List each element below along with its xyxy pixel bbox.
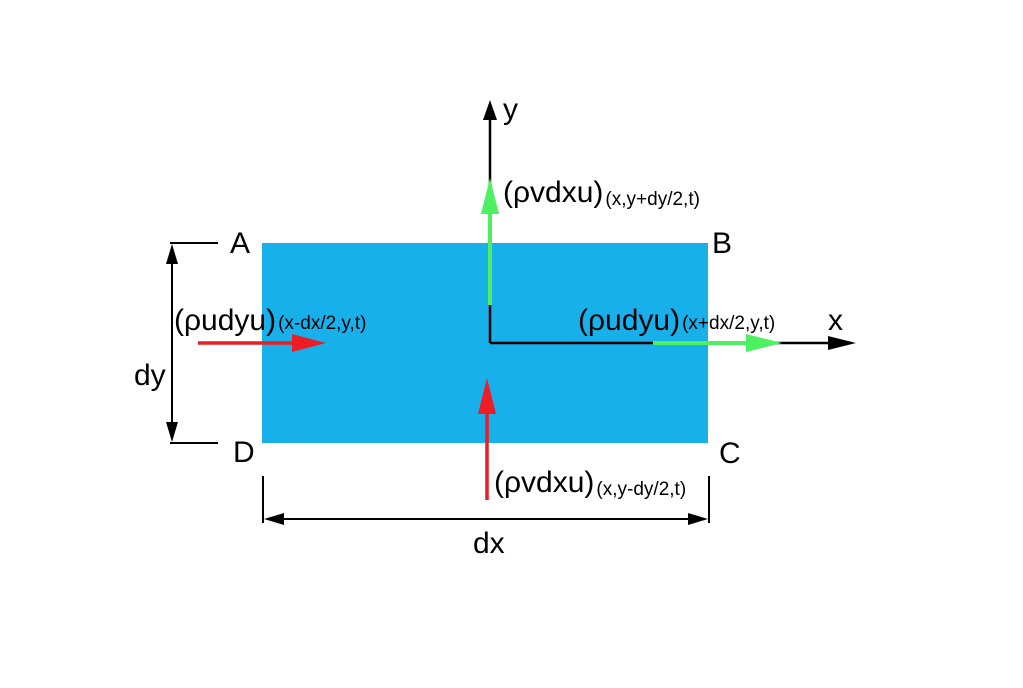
right-flux-label: (ρudyu)(x+dx/2,y,t): [578, 304, 775, 337]
x-axis-label: x: [828, 304, 843, 337]
right-flux-main: (ρudyu): [578, 304, 680, 337]
dy-label: dy: [134, 359, 166, 392]
dy-arrowhead-up: [166, 244, 178, 264]
y-axis-label: y: [503, 93, 518, 126]
dy-arrowhead-down: [166, 422, 178, 442]
corner-label-d: D: [233, 436, 255, 469]
top-flux-main: (ρvdxu): [503, 176, 603, 209]
right-flux-arrowhead: [746, 334, 782, 352]
bottom-flux-subscript: (x,y-dy/2,t): [596, 479, 686, 500]
x-axis-arrowhead: [828, 336, 856, 350]
top-flux-label: (ρvdxu)(x,y+dy/2,t): [503, 176, 700, 210]
dx-arrowhead-left: [264, 513, 284, 525]
right-flux-subscript: (x+dx/2,y,t): [682, 313, 775, 334]
corner-label-b: B: [712, 227, 732, 260]
bottom-flux-label: (ρvdxu)(x,y-dy/2,t): [494, 466, 686, 500]
dx-label: dx: [473, 527, 505, 560]
top-flux-subscript: (x,y+dy/2,t): [605, 189, 700, 210]
bottom-flux-main: (ρvdxu): [494, 466, 594, 499]
left-flux-label: (ρudyu)(x-dx/2,y,t): [174, 304, 366, 337]
left-flux-arrowhead: [292, 334, 326, 352]
corner-label-c: C: [719, 437, 741, 470]
dx-arrowhead-right: [688, 513, 708, 525]
corner-label-a: A: [230, 227, 250, 260]
bottom-flux-arrowhead: [478, 378, 496, 414]
y-axis-arrowhead: [483, 100, 497, 120]
top-flux-arrowhead: [481, 178, 499, 214]
left-flux-subscript: (x-dx/2,y,t): [278, 313, 366, 334]
left-flux-main: (ρudyu): [174, 304, 276, 337]
